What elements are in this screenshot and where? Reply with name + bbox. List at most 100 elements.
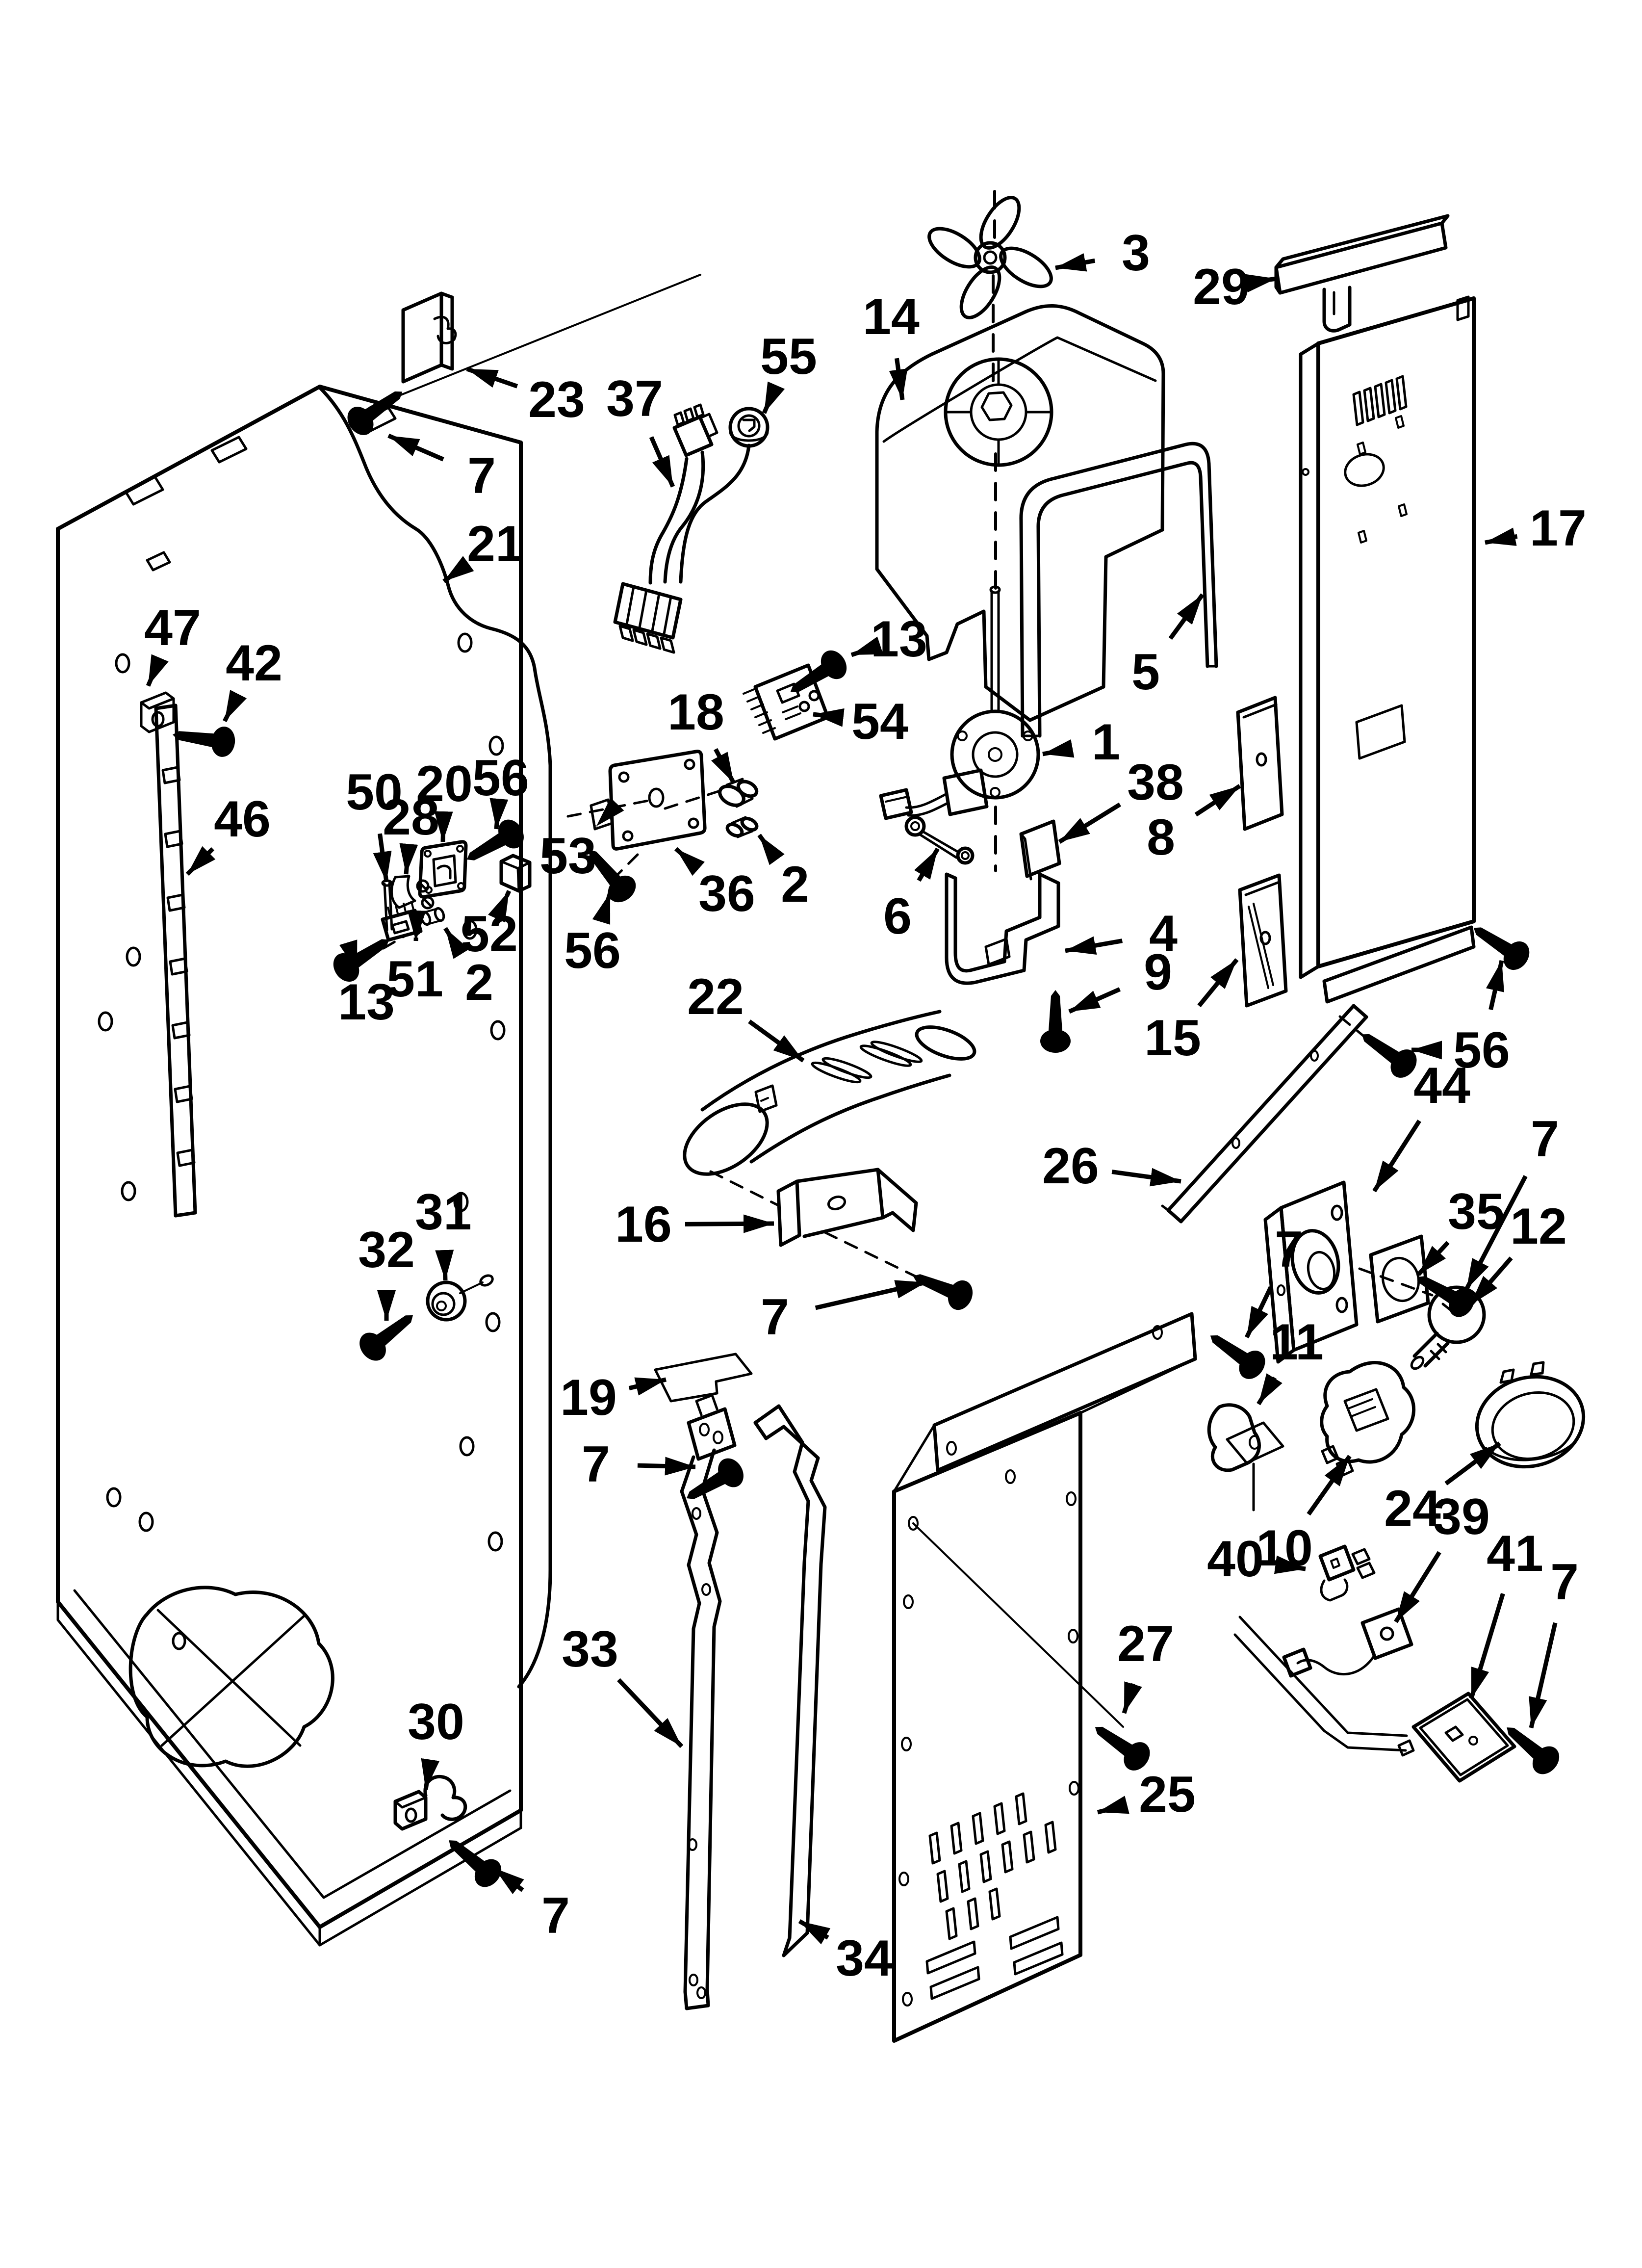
part-grommet-18 <box>718 778 759 808</box>
callout-leader-7-13-0 <box>493 1866 524 1895</box>
callout-7-9: 7 <box>1531 1111 1559 1168</box>
callout-leader-46-51-0 <box>185 846 216 876</box>
part-evaporator-fan-motor-1 <box>879 585 1040 820</box>
callout-16-23: 16 <box>615 1196 672 1253</box>
callout-leader-35-42-0 <box>1416 1241 1450 1277</box>
callout-leader-14-21-0 <box>889 358 908 400</box>
part-thermostat-40 <box>1318 1544 1376 1602</box>
callout-leader-54-57-0 <box>813 708 845 727</box>
callout-leader-11-17-0 <box>1257 1373 1283 1406</box>
part-fan-blade-3 <box>927 196 1053 319</box>
callout-leader-12-18-0 <box>1468 1256 1513 1306</box>
callout-51-54: 51 <box>386 951 443 1008</box>
callout-leader-8-14-0 <box>1194 784 1241 817</box>
callout-leader-56-59-0 <box>489 798 509 830</box>
callout-leader-6-6-0 <box>914 847 940 882</box>
callout-leader-21-28-0 <box>442 556 474 583</box>
callout-9-15: 9 <box>1144 944 1172 1001</box>
callout-38-45: 38 <box>1127 754 1184 811</box>
callout-25-32: 25 <box>1139 1766 1196 1823</box>
callout-leader-22-29-0 <box>748 1019 805 1063</box>
callout-7-12: 7 <box>582 1436 610 1493</box>
callout-leader-3-3-0 <box>1055 253 1096 272</box>
part-rear-panel-17 <box>1299 295 1476 1045</box>
part-bracket-8 <box>1236 696 1284 831</box>
callout-56-61: 56 <box>1453 1022 1510 1079</box>
callout-3-3: 3 <box>1122 225 1150 282</box>
callout-leader-13-20-0 <box>850 636 883 657</box>
callout-24-31: 24 <box>1384 1480 1441 1537</box>
callout-20-27: 20 <box>416 756 473 812</box>
part-bracket-29 <box>1274 214 1450 333</box>
callout-leader-38-45-0 <box>1058 802 1122 844</box>
part-clamp-11 <box>1207 1403 1284 1512</box>
callout-leader-7-10-0 <box>1244 1286 1273 1338</box>
callout-19-26: 19 <box>560 1369 617 1426</box>
callout-54-57: 54 <box>851 693 908 750</box>
callout-22-29: 22 <box>687 968 744 1025</box>
part-shelf-rail <box>154 704 197 1218</box>
callout-53-56: 53 <box>539 828 596 885</box>
callout-28-35: 28 <box>383 789 439 846</box>
callout-42-49: 42 <box>226 635 282 692</box>
callout-leader-5-5-0 <box>1168 593 1205 640</box>
callout-leader-31-38-0 <box>435 1250 454 1281</box>
callout-39-46: 39 <box>1433 1488 1490 1545</box>
callout-leader-52-55-0 <box>488 890 512 923</box>
callout-40-47: 40 <box>1207 1531 1264 1588</box>
callout-leader-33-40-0 <box>617 1678 684 1748</box>
callout-leader-15-22-0 <box>1197 958 1239 1008</box>
callout-47-52: 47 <box>144 600 201 656</box>
callout-30-37: 30 <box>408 1694 464 1750</box>
part-liner-edge <box>318 386 552 1689</box>
callout-leader-7-7-0 <box>387 433 444 462</box>
callout-leader-13-19-0 <box>339 939 359 972</box>
part-air-duct-22 <box>683 1010 976 1176</box>
part-clip-nut-47 <box>140 691 175 733</box>
callout-4-4: 4 <box>1149 905 1178 962</box>
callout-31-38: 31 <box>415 1184 472 1241</box>
liner-holes <box>98 632 506 1552</box>
part-gasket-35 <box>1369 1234 1430 1324</box>
callout-leader-9-15-0 <box>1068 987 1121 1014</box>
callout-7-8: 7 <box>761 1289 789 1346</box>
callout-56-59: 56 <box>472 750 529 807</box>
callout-26-33: 26 <box>1042 1138 1099 1195</box>
callout-leader-17-24-0 <box>1485 527 1518 546</box>
part-bracket-44 <box>1263 1180 1434 1364</box>
part-motor-bracket-4 <box>945 872 1060 985</box>
part-evaporator-cover-25 <box>892 1312 1197 2043</box>
callout-2-1: 2 <box>781 856 809 913</box>
callout-7-13: 7 <box>541 1887 570 1944</box>
callout-46-51: 46 <box>214 791 271 848</box>
callout-7-7: 7 <box>467 447 496 504</box>
callout-52-55: 52 <box>461 906 518 963</box>
part-wire-harness-37 <box>613 403 751 654</box>
callout-6-6: 6 <box>883 888 912 945</box>
part-lamp-socket-10 <box>1320 1361 1415 1477</box>
part-spring-clip-28 <box>390 875 435 910</box>
callout-leader-41-48-0 <box>1469 1593 1505 1699</box>
callout-leader-26-33-0 <box>1111 1168 1181 1187</box>
callout-17-24: 17 <box>1530 500 1587 557</box>
fan-motor-axis <box>990 190 1000 872</box>
part-latch-plate-20 <box>418 840 468 899</box>
callout-leader-2-1-0 <box>757 834 785 865</box>
part-light-bulb-12 <box>1410 1285 1486 1370</box>
part-label-strip-19 <box>654 1353 753 1403</box>
callout-leader-18-25-0 <box>711 748 736 784</box>
part-spacer-2-left <box>420 907 445 926</box>
part-bracket-plate-36 <box>566 750 721 880</box>
callout-21-28: 21 <box>467 516 524 573</box>
part-clip-23 <box>369 274 701 408</box>
callout-leader-19-26-0 <box>628 1377 667 1396</box>
part-bracket-15 <box>1238 873 1288 1008</box>
callout-leader-50-53-0 <box>373 833 392 883</box>
callout-50-53: 50 <box>346 764 403 821</box>
callout-55-58: 55 <box>760 328 817 385</box>
callout-37-44: 37 <box>606 370 663 427</box>
callout-35-42: 35 <box>1448 1183 1505 1240</box>
screws <box>170 379 1565 1893</box>
callout-2-2: 2 <box>465 954 493 1011</box>
callout-33-40: 33 <box>562 1621 618 1678</box>
